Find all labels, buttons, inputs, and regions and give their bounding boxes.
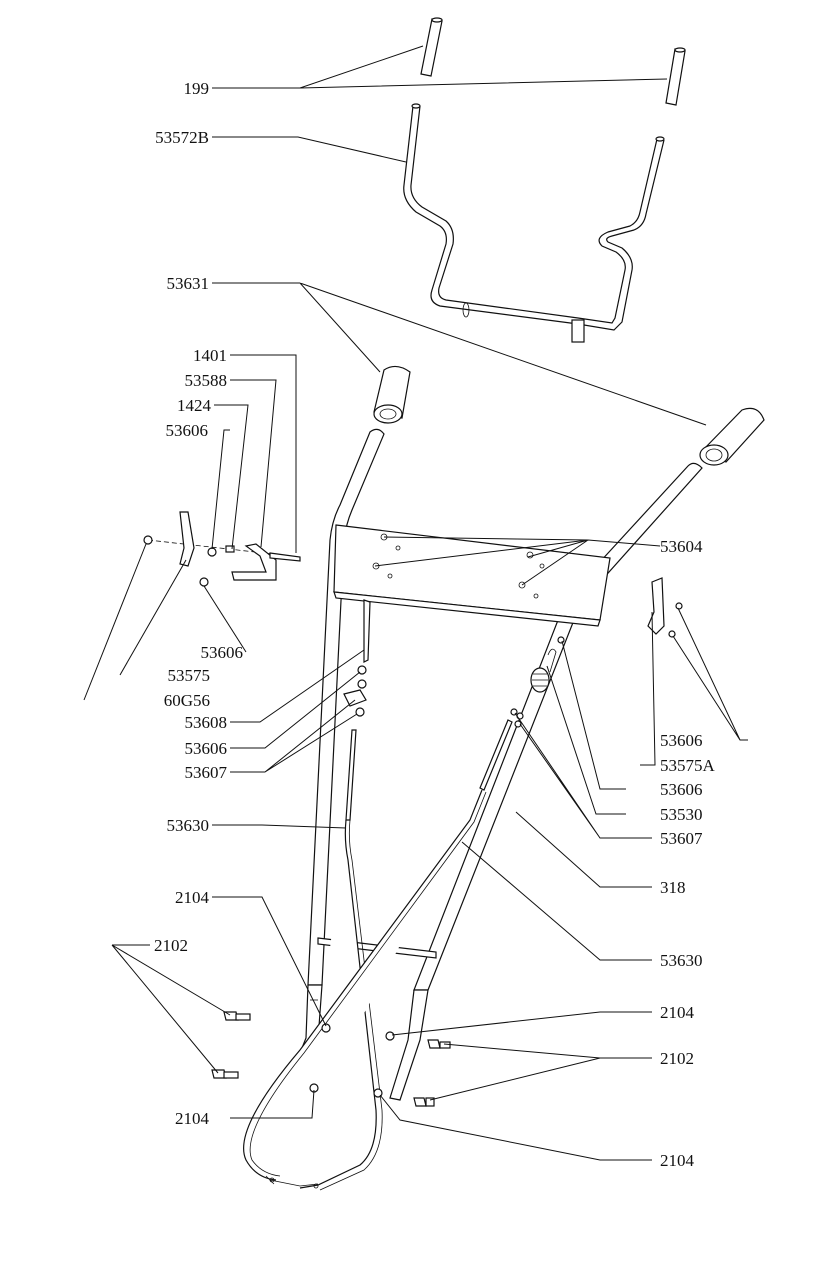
label-53530: 53530 [660,805,703,824]
bolt-2102-lower-right [413,1097,435,1107]
label-2102-a: 2102 [154,936,188,955]
label-53630-b: 53630 [660,951,703,970]
label-53575: 53575 [168,666,211,685]
left-bracket-assembly [143,511,301,587]
label-53606-d: 53606 [660,731,703,750]
label-53606-a: 53606 [166,421,209,440]
grip-199-right [665,47,686,106]
grip-53631-right [699,407,765,466]
label-2104-a: 2104 [175,888,210,907]
grip-199-left [420,17,443,77]
label-53606-c: 53606 [185,739,228,758]
label-199: 199 [184,79,210,98]
label-1424: 1424 [177,396,212,415]
bolt-2102-lower-left [211,1069,239,1079]
nut-2104-b [385,1031,395,1041]
grip-53631-left [373,365,411,424]
label-53607-b: 53607 [660,829,703,848]
label-53588: 53588 [185,371,228,390]
label-53631: 53631 [167,274,210,293]
right-bracket-53575A [647,577,683,638]
label-53606-b: 53606 [201,643,244,662]
nut-2104-a [321,1023,331,1033]
leader-lines [83,45,748,1161]
label-53630-a: 53630 [167,816,210,835]
label-2104-c: 2104 [175,1109,210,1128]
cable-53630-right [243,719,513,1189]
label-2102-b: 2102 [660,1049,694,1068]
label-1401: 1401 [193,346,227,365]
label-53572B: 53572B [155,128,209,147]
label-53608: 53608 [185,713,228,732]
label-2104-b: 2104 [660,1003,695,1022]
label-60G56: 60G56 [164,691,210,710]
rod-53608 [343,599,371,717]
label-53607-a: 53607 [185,763,228,782]
label-53604: 53604 [660,537,703,556]
label-53575A: 53575A [660,756,716,775]
upper-handle-53572B [403,103,665,343]
label-318: 318 [660,878,686,897]
label-2104-d: 2104 [660,1151,695,1170]
label-53606-e: 53606 [660,780,703,799]
part-labels: 199 53572B 53631 1401 53588 1424 53606 5… [154,79,716,1170]
control-panel [333,524,611,627]
